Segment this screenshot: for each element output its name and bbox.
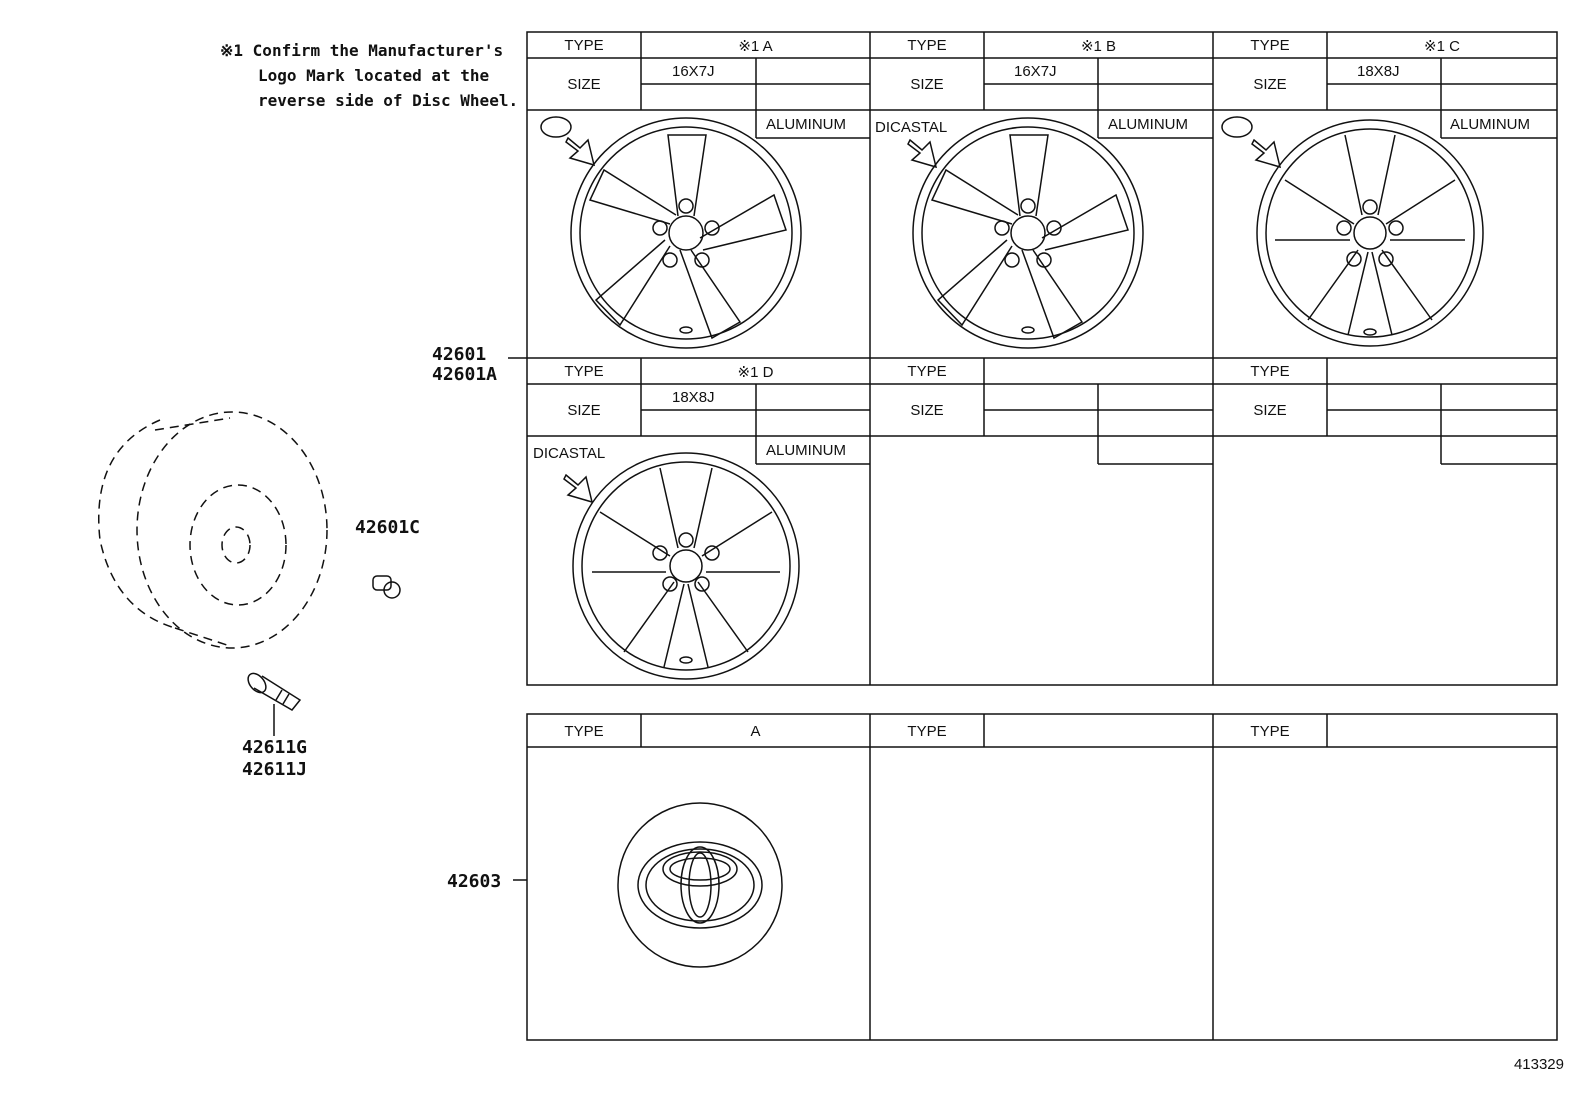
part-number-42611j[interactable]: 42611J <box>242 759 308 780</box>
wheel-a-drawing <box>540 116 802 349</box>
type-value-a: ※1 A <box>738 38 773 55</box>
type-label-e: TYPE <box>907 363 947 380</box>
size-value-c: 18X8J <box>1357 63 1400 80</box>
size-label-c: SIZE <box>1253 76 1287 93</box>
ornament-type-label-1: TYPE <box>564 723 604 740</box>
material-d: ALUMINUM <box>766 442 847 459</box>
wheel-c-drawing <box>1221 116 1484 347</box>
note-line-2: Logo Mark located at the <box>258 66 490 85</box>
size-value-a: 16X7J <box>672 63 715 80</box>
ornament-type-label-2: TYPE <box>907 723 947 740</box>
ornament-type-value-1: A <box>750 723 761 740</box>
note-line-3: reverse side of Disc Wheel. <box>258 91 519 110</box>
type-label-a: TYPE <box>564 37 604 54</box>
size-label-d: SIZE <box>567 402 601 419</box>
type-value-d: ※1 D <box>737 364 774 381</box>
note-line-1: ※1 Confirm the Manufacturer's <box>220 41 504 60</box>
maker-b: DICASTAL <box>875 119 948 136</box>
part-number-42611g[interactable]: 42611G <box>242 737 308 758</box>
size-label-e: SIZE <box>910 402 944 419</box>
type-label-b: TYPE <box>907 37 947 54</box>
material-b: ALUMINUM <box>1108 116 1189 133</box>
size-value-b: 16X7J <box>1014 63 1057 80</box>
type-label-f: TYPE <box>1250 363 1290 380</box>
wheel-b-drawing <box>907 117 1144 349</box>
valve-drawing <box>247 672 302 711</box>
ornament-type-label-3: TYPE <box>1250 723 1290 740</box>
part-number-42601[interactable]: 42601 <box>432 344 487 365</box>
material-c: ALUMINUM <box>1450 116 1531 133</box>
illustration-code: 413329 <box>1513 1056 1564 1073</box>
balance-weight-drawing <box>372 575 401 599</box>
part-number-42601a[interactable]: 42601A <box>432 364 498 385</box>
type-label-c: TYPE <box>1250 37 1290 54</box>
toyota-emblem-drawing <box>617 802 783 968</box>
manufacturer-logo-note: ※1 Confirm the Manufacturer's Logo Mark … <box>220 38 520 113</box>
size-label-f: SIZE <box>1253 402 1287 419</box>
ornament-table-frame <box>526 713 1558 1041</box>
type-value-b: ※1 B <box>1080 38 1117 55</box>
size-label-b: SIZE <box>910 76 944 93</box>
part-number-42601c[interactable]: 42601C <box>355 517 421 538</box>
tire-assembly-drawing <box>98 411 328 649</box>
material-a: ALUMINUM <box>766 116 847 133</box>
type-label-d: TYPE <box>564 363 604 380</box>
maker-d: DICASTAL <box>533 445 606 462</box>
size-value-d: 18X8J <box>672 389 715 406</box>
size-label-a: SIZE <box>567 76 601 93</box>
wheel-d-drawing <box>563 452 800 680</box>
part-number-42603[interactable]: 42603 <box>447 871 502 892</box>
type-value-c: ※1 C <box>1424 38 1460 55</box>
